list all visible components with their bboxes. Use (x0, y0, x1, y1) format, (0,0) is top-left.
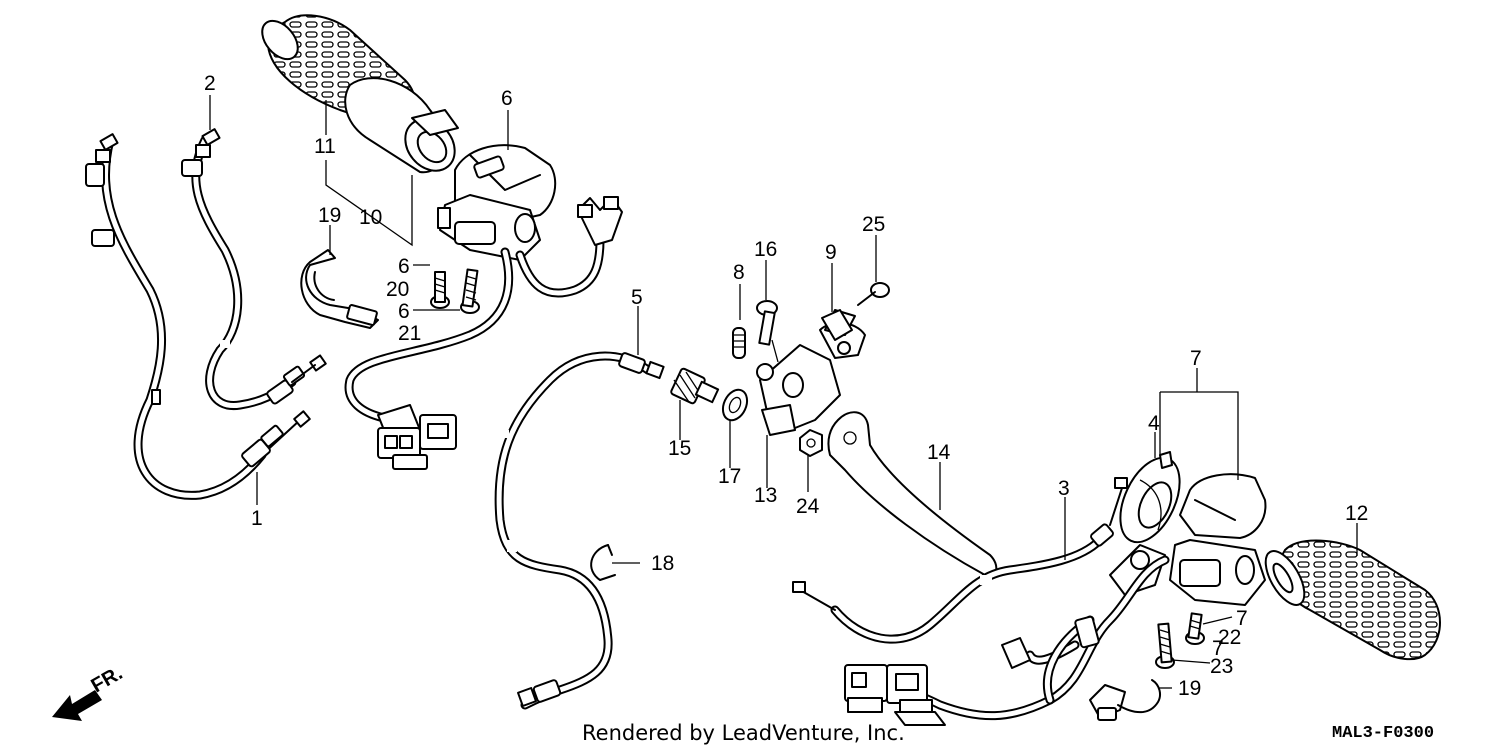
callout-6-top: 6 (501, 87, 513, 110)
callout-8: 8 (733, 261, 745, 284)
clamp-bolt-25 (857, 282, 890, 306)
throttle-plate-4 (1119, 451, 1181, 544)
clutch-switch-cable-3 (792, 477, 1128, 644)
callout-18: 18 (651, 552, 674, 575)
spring-8 (732, 327, 746, 359)
wire-band-19-right (1089, 679, 1161, 721)
callout-19-right: 19 (1178, 677, 1201, 700)
hand-grip-12 (1264, 539, 1441, 661)
callouts: 1 2 3 4 5 6 6 6 7 7 7 8 9 10 11 12 13 14… (204, 72, 1368, 700)
callout-9: 9 (825, 241, 837, 264)
callout-7-top: 7 (1190, 347, 1202, 370)
callout-16: 16 (754, 238, 777, 261)
callout-5: 5 (631, 286, 643, 309)
callout-1: 1 (251, 507, 263, 530)
switch-harness-6 (344, 196, 623, 470)
callout-25: 25 (862, 213, 885, 236)
throttle-cable-2 (181, 128, 327, 410)
switch-housing-6 (437, 144, 557, 261)
clutch-lever-14 (827, 411, 998, 577)
callout-15: 15 (668, 437, 691, 460)
callout-7-mid: 7 (1236, 607, 1248, 630)
callout-11: 11 (314, 135, 336, 158)
arrow-icon (52, 690, 102, 721)
callout-4: 4 (1148, 412, 1160, 435)
switch-housing-7 (1109, 473, 1267, 606)
lock-nut-17 (721, 388, 749, 422)
switch-harness-7 (844, 555, 1170, 726)
callout-21: 21 (398, 322, 421, 345)
callout-2: 2 (204, 72, 216, 95)
front-direction-arrow: FR. (52, 662, 126, 721)
callout-6-low: 6 (398, 300, 410, 323)
screw-21 (460, 268, 480, 314)
callout-19-left: 19 (318, 204, 341, 227)
callout-6-mid: 6 (398, 255, 410, 278)
pivot-screw-16 (756, 300, 779, 363)
callout-13: 13 (754, 484, 777, 507)
pivot-nut-24 (799, 429, 823, 457)
credit-text: Rendered by LeadVenture, Inc. (582, 721, 905, 745)
diagram-code: MAL3-F0300 (1332, 724, 1434, 743)
callout-20: 20 (386, 278, 409, 301)
callout-22: 22 (1218, 626, 1241, 649)
callout-17: 17 (718, 465, 741, 488)
wire-band-19 (300, 249, 379, 329)
callout-14: 14 (927, 441, 951, 464)
callout-7-low: 7 (1212, 637, 1224, 660)
lever-holder-13 (756, 309, 866, 436)
throttle-grip-11 (261, 14, 459, 174)
clutch-cable-5 (494, 351, 665, 710)
holder-clamp-9 (821, 309, 853, 341)
leader-lines (209, 95, 1358, 689)
callout-3: 3 (1058, 477, 1070, 500)
throttle-cable-1 (85, 133, 311, 500)
callout-24: 24 (796, 495, 820, 518)
callout-10: 10 (359, 206, 382, 229)
adjuster-15 (670, 367, 720, 405)
screw-23 (1155, 622, 1175, 669)
cable-clip-18 (590, 544, 616, 581)
screw-20 (430, 271, 450, 309)
callout-23: 23 (1210, 655, 1233, 678)
callout-12: 12 (1345, 502, 1368, 525)
screw-22 (1185, 612, 1205, 645)
